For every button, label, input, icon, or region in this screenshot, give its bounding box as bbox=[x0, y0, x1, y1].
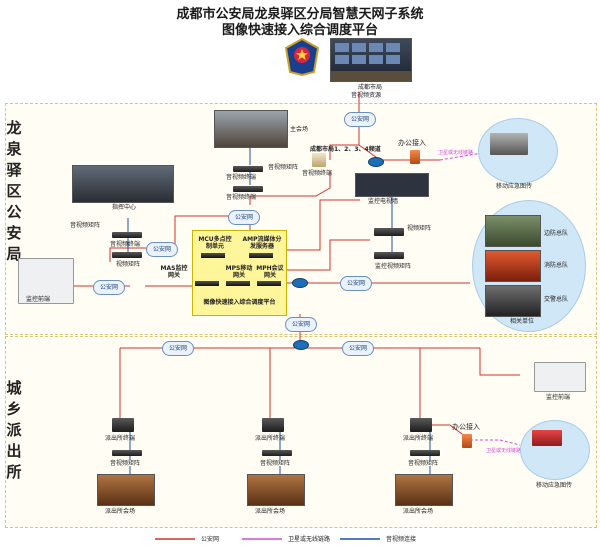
city-channels-label: 成都市局1、2、3、4频道 bbox=[310, 146, 381, 153]
legend-av-link: 音视频连接 bbox=[386, 536, 417, 543]
station-venue-photo-3 bbox=[395, 474, 453, 506]
mcu-device bbox=[201, 253, 225, 258]
main-venue-photo bbox=[214, 110, 288, 148]
station-matrix-3 bbox=[410, 450, 440, 456]
station-terminal-2 bbox=[262, 418, 284, 432]
police-net-cloud-8: 公安网 bbox=[342, 341, 374, 356]
station-matrix-1 bbox=[112, 450, 142, 456]
platform-name-label: 图像快速接入综合调度平台 bbox=[203, 299, 276, 306]
monitor-front-label-right: 监控前端 bbox=[546, 394, 571, 401]
station-terminal-label-2: 派出所终端 bbox=[255, 435, 286, 442]
mobile-vehicle-bottom bbox=[532, 430, 562, 446]
station-matrix-2 bbox=[262, 450, 292, 456]
border-unit-label: 边防总队 bbox=[544, 230, 569, 237]
border-unit-photo bbox=[485, 215, 541, 247]
station-matrix-label-1: 音视频矩阵 bbox=[110, 460, 141, 467]
video-matrix-label-2: 视频矩阵 bbox=[407, 225, 432, 232]
diagram-title: 成都市公安局龙泉驿区分局智慧天网子系统 bbox=[176, 7, 424, 22]
legend: 公安网 卫星或无线链路 音视频连接 bbox=[0, 530, 600, 546]
station-terminal-label-1: 派出所终端 bbox=[105, 435, 136, 442]
codec-device bbox=[312, 153, 326, 167]
mobile-vehicle-oval-bottom bbox=[520, 420, 590, 480]
related-units-label: 相关单位 bbox=[510, 318, 535, 325]
command-center-photo bbox=[72, 165, 174, 203]
router-icon-bottom bbox=[293, 340, 309, 350]
police-net-cloud-4: 公安网 bbox=[93, 280, 125, 295]
monitor-matrix-device bbox=[374, 252, 404, 259]
police-net-cloud-7: 公安网 bbox=[162, 341, 194, 356]
mas-label: MAS监控网关 bbox=[160, 265, 188, 279]
office-access-label-top: 办公接入 bbox=[398, 139, 426, 147]
station-matrix-label-2: 音视频矩阵 bbox=[260, 460, 291, 467]
main-venue-label: 主会场 bbox=[290, 126, 309, 133]
station-terminal-3 bbox=[410, 418, 432, 432]
district-bureau-label: 龙泉驿区公安局 bbox=[6, 119, 22, 263]
monitor-wall-photo bbox=[355, 173, 429, 197]
av-matrix-label-1: 音视频矩阵 bbox=[268, 164, 299, 171]
station-terminal-label-3: 派出所终端 bbox=[403, 435, 434, 442]
office-access-firewall bbox=[410, 150, 420, 164]
city-resource-label: 成都市局 bbox=[358, 84, 383, 91]
video-matrix-label-1: 视频矩阵 bbox=[116, 261, 141, 268]
station-venue-photo-2 bbox=[247, 474, 305, 506]
mobile-vehicle-label-bottom: 移动应急图传 bbox=[536, 482, 573, 489]
township-station-label: 城乡派出所 bbox=[6, 379, 22, 481]
monitor-video-matrix-device bbox=[374, 228, 404, 236]
amp-label: AMP流媒体分发服务器 bbox=[242, 236, 282, 250]
station-venue-label-2: 派出所会场 bbox=[255, 508, 286, 515]
av-terminal-label-2: 音视频终端 bbox=[226, 194, 257, 201]
station-venue-photo-1 bbox=[97, 474, 155, 506]
av-matrix-label-2: 音视频矩阵 bbox=[70, 222, 101, 229]
av-terminal-label-4: 音视频终端 bbox=[110, 241, 141, 248]
station-matrix-label-3: 音视频矩阵 bbox=[408, 460, 439, 467]
police-badge-icon bbox=[284, 37, 320, 77]
mcu-label: MCU多点控制单元 bbox=[198, 236, 232, 250]
city-monitor-photo bbox=[330, 38, 412, 82]
police-net-cloud-1: 公安网 bbox=[344, 112, 376, 127]
monitor-wall-label: 监控电视墙 bbox=[368, 198, 399, 205]
city-resource-label-2: 音视频资源 bbox=[351, 92, 382, 99]
diagram-subtitle: 图像快速接入综合调度平台 bbox=[221, 23, 378, 38]
sat-link-label-top: 卫星或无线链路 bbox=[438, 150, 474, 156]
av-terminal-label-3: 音视频终端 bbox=[302, 170, 333, 177]
mobile-vehicle-label-top: 移动应急图传 bbox=[496, 183, 533, 190]
sat-link-label-bottom: 卫星或无线链路 bbox=[486, 448, 522, 454]
camera-monitor-right bbox=[534, 362, 586, 392]
command-center-video-matrix bbox=[112, 252, 142, 258]
main-venue-terminal bbox=[233, 186, 263, 192]
mps-device bbox=[226, 281, 250, 286]
monitor-matrix-label: 监控视频矩阵 bbox=[375, 263, 412, 270]
amp-device bbox=[249, 253, 273, 258]
command-center-label: 指挥中心 bbox=[112, 204, 137, 211]
police-net-cloud-3: 公安网 bbox=[146, 242, 178, 257]
mobile-vehicle-top bbox=[490, 133, 528, 155]
router-icon-platform bbox=[292, 278, 308, 288]
router-icon-top bbox=[368, 157, 384, 167]
mps-label: MPS移动网关 bbox=[225, 265, 253, 279]
mas-device bbox=[195, 281, 219, 286]
camera-monitor-left bbox=[18, 258, 74, 304]
av-terminal-label-1: 音视频终端 bbox=[226, 174, 257, 181]
station-terminal-1 bbox=[112, 418, 134, 432]
command-center-matrix bbox=[112, 232, 142, 238]
office-access-label-bottom: 办公接入 bbox=[452, 423, 480, 431]
station-venue-label-3: 派出所会场 bbox=[403, 508, 434, 515]
police-net-cloud-6: 公安网 bbox=[285, 317, 317, 332]
traffic-unit-photo bbox=[485, 285, 541, 317]
fire-unit-photo bbox=[485, 250, 541, 282]
police-net-cloud-2: 公安网 bbox=[228, 210, 260, 225]
station-venue-label-1: 派出所会场 bbox=[105, 508, 136, 515]
mph-label: MPH会议网关 bbox=[256, 265, 284, 279]
dispatch-platform: MCU多点控制单元 AMP流媒体分发服务器 MAS监控网关 MPS移动网关 MP… bbox=[161, 230, 287, 316]
main-venue-matrix bbox=[233, 166, 263, 172]
office-access-firewall-bottom bbox=[462, 434, 472, 448]
legend-satellite-link: 卫星或无线链路 bbox=[288, 536, 331, 543]
fire-unit-label: 消防总队 bbox=[544, 262, 569, 269]
police-net-cloud-5: 公安网 bbox=[340, 276, 372, 291]
traffic-unit-label: 交警总队 bbox=[544, 296, 569, 303]
legend-police-net: 公安网 bbox=[201, 536, 220, 543]
monitor-front-label-left: 监控前端 bbox=[26, 296, 51, 303]
mph-device bbox=[257, 281, 281, 286]
